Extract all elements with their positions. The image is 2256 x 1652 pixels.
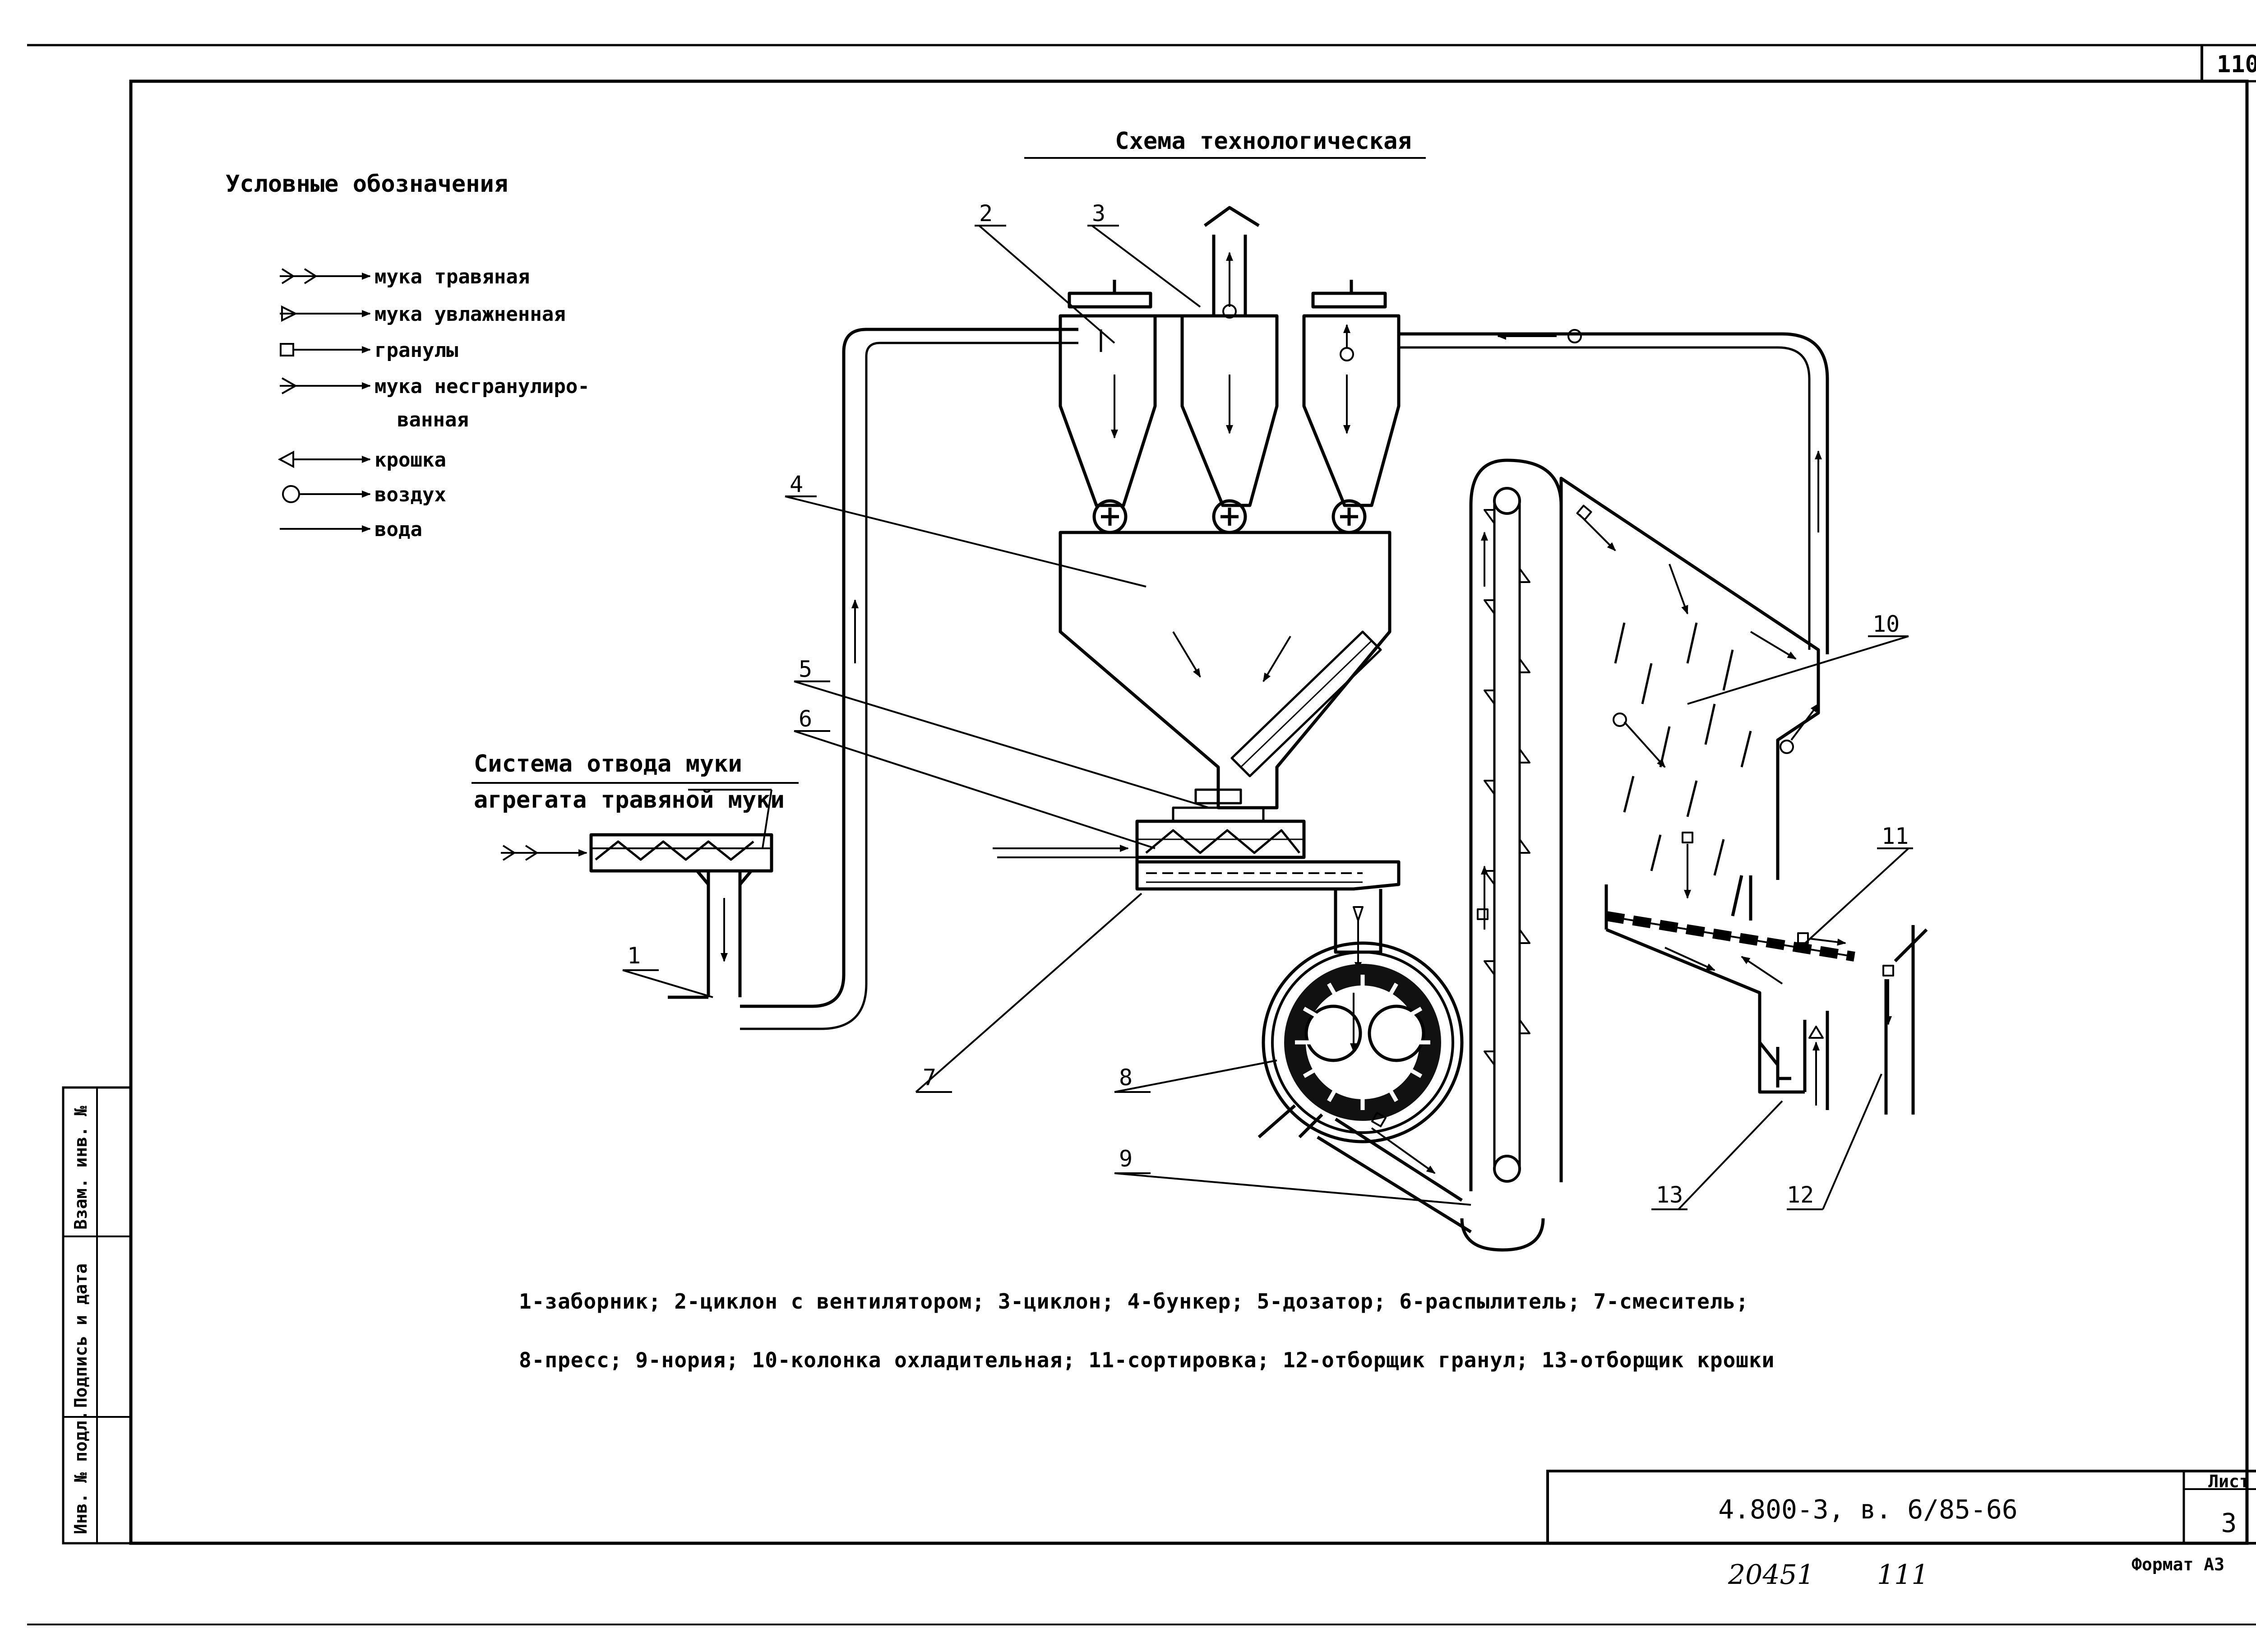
position-8: 8 xyxy=(1119,1064,1133,1091)
leader-lines xyxy=(622,225,1913,1210)
cooling-column xyxy=(1559,477,1820,899)
page-number-box: 110 xyxy=(2201,44,2256,83)
process-equipment xyxy=(501,206,1928,1252)
position-10: 10 xyxy=(1872,611,1900,637)
system-label-line-1: Система отвода муки xyxy=(474,750,742,777)
cyclone-with-fan xyxy=(1059,280,1157,534)
caption-line-1: 1-заборник; 2-циклон с вентилятором; 3-ц… xyxy=(519,1289,1749,1314)
legend-title: Условные обозначения xyxy=(226,171,508,198)
paper-format: Формат А3 xyxy=(2131,1555,2224,1574)
cyclone xyxy=(1155,206,1279,534)
sheet-frame xyxy=(27,44,2256,1625)
position-3: 3 xyxy=(1092,200,1105,227)
position-12: 12 xyxy=(1787,1182,1814,1208)
sheet-label: Лист xyxy=(2208,1472,2250,1491)
legend-item-4: ванная xyxy=(397,408,469,431)
duct-left-inner xyxy=(740,328,1078,1008)
position-11: 11 xyxy=(1882,823,1909,849)
position-5: 5 xyxy=(799,656,812,682)
bucket-elevator xyxy=(1317,458,1563,1252)
side-stamp: Инв. № подл. Подпись и дата Взам. инв. № xyxy=(62,1086,132,1545)
handwritten-number-2: 111 xyxy=(1877,1559,1929,1591)
legend-item-1: мука увлажненная xyxy=(374,303,566,326)
position-7: 7 xyxy=(923,1064,936,1091)
position-2: 2 xyxy=(979,200,993,227)
legend-item-2: гранулы xyxy=(374,339,458,362)
position-9: 9 xyxy=(1119,1146,1133,1172)
press xyxy=(1257,941,1464,1143)
handwritten-number-1: 20451 xyxy=(1728,1559,1814,1591)
legend-item-0: мука травяная xyxy=(374,265,530,288)
legend-item-6: воздух xyxy=(374,483,446,506)
sorting-screen xyxy=(1604,875,1855,1087)
legend-item-5: крошка xyxy=(374,449,446,472)
caption-line-2: 8-пресс; 9-нория; 10-колонка охладительн… xyxy=(519,1348,1775,1372)
page-number: 110 xyxy=(2217,51,2256,78)
bunker xyxy=(1059,531,1392,810)
sheet-number: 3 xyxy=(2221,1508,2237,1538)
position-6: 6 xyxy=(799,706,812,732)
intake-conveyor xyxy=(501,833,773,999)
legend-item-3: мука несгранулиро- xyxy=(374,375,590,398)
stamp-inv-original: Инв. № подл. xyxy=(71,1410,91,1534)
position-numbers: 1 2 3 4 5 6 7 8 9 10 11 12 13 xyxy=(627,200,1909,1208)
cyclone-right xyxy=(1302,280,1401,534)
position-4: 4 xyxy=(790,471,803,497)
document-code: 4.800-3, в. 6/85-66 xyxy=(1718,1494,2017,1525)
legend-item-7: вода xyxy=(374,518,422,541)
legend: мука травяная мука увлажненная гранулы м… xyxy=(277,265,590,541)
granule-and-crumb-outlets xyxy=(1758,925,1928,1115)
doser-and-sprayer xyxy=(993,788,1306,859)
system-label-line-2: агрегата травяной муки xyxy=(474,787,785,814)
scheme-title: Схема технологическая xyxy=(1115,128,1411,155)
position-13: 13 xyxy=(1656,1182,1683,1208)
stamp-replacement-inv: Взам. инв. № xyxy=(71,1106,91,1230)
stamp-signature-date: Подпись и дата xyxy=(71,1263,91,1408)
position-1: 1 xyxy=(627,943,641,969)
title-block: 4.800-3, в. 6/85-66 Лист 3 20451 111 Фор… xyxy=(1546,1470,2256,1591)
